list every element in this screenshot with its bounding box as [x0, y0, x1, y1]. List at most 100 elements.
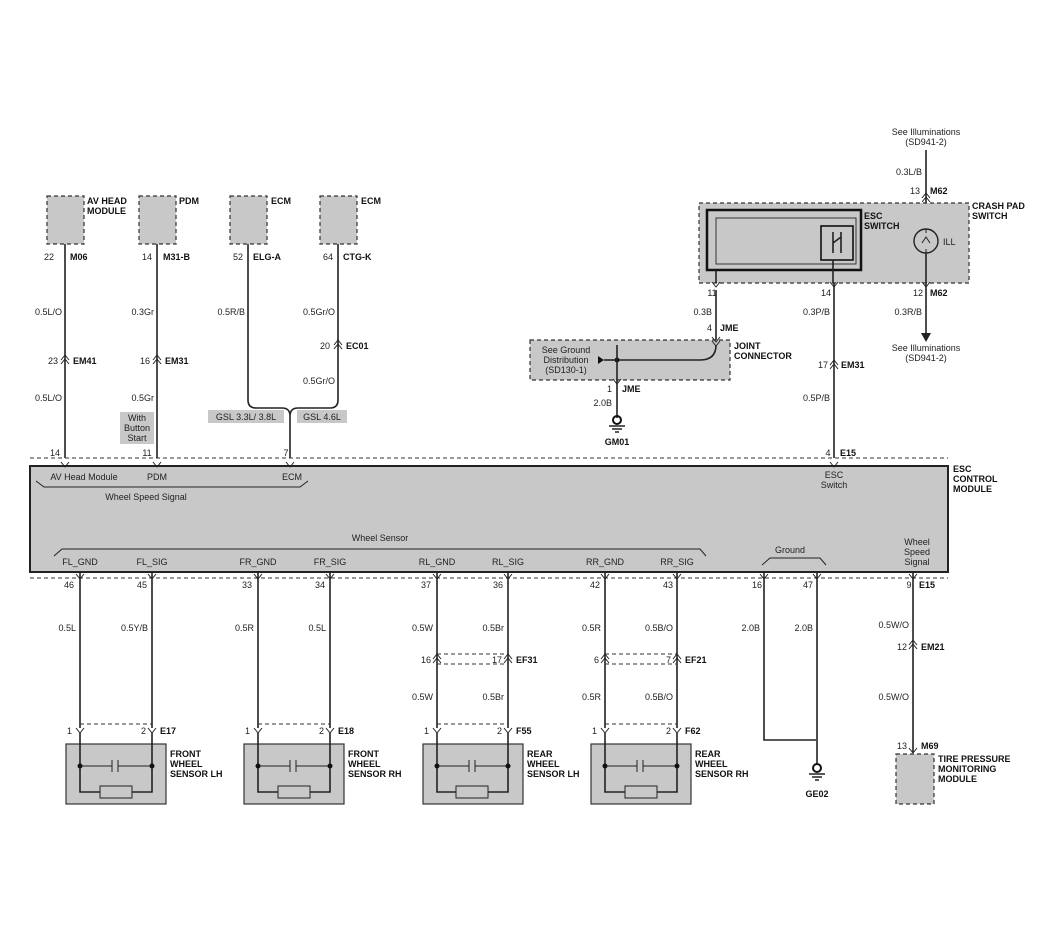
fr-name-1: FRONT [348, 749, 379, 759]
pdm-conn: M31-B [163, 252, 191, 262]
lbl-fr-gnd: FR_GND [239, 557, 277, 567]
av-head-name-2: MODULE [87, 206, 126, 216]
fl-name-2: WHEEL [170, 759, 203, 769]
ecm2-name: ECM [361, 196, 381, 206]
crash-wire-top: 0.3L/B [896, 167, 922, 177]
lbl-fr-sig: FR_SIG [314, 557, 347, 567]
rl-wire-3: 0.5W [412, 692, 434, 702]
ecm-module-2: ECM 64 CTG-K [319, 195, 381, 262]
pin-34: 34 [315, 580, 325, 590]
esc-switch-name-2: SWITCH [864, 221, 900, 231]
fl-name-3: SENSOR LH [170, 769, 223, 779]
pdm-wire-1: 0.3Gr [131, 307, 154, 317]
lbl-wheel-sensor: Wheel Sensor [352, 533, 409, 543]
rr-mid-pin-1: 6 [594, 655, 599, 665]
crash-pin-top: 13 [910, 186, 920, 196]
see-ground-2: Distribution [543, 355, 588, 365]
ecm1-conn: ELG-A [253, 252, 281, 262]
rr-wire-2: 0.5B/O [645, 623, 673, 633]
av-wire-2: 0.5L/O [35, 393, 62, 403]
see-illum-bottom-2: (SD941-2) [905, 353, 947, 363]
rl-mid-conn: EF31 [516, 655, 538, 665]
svg-text:2: 2 [666, 726, 671, 736]
top-wires: 0.5L/O 23 EM41 0.5L/O 0.3Gr 16 EM31 0.5G… [35, 244, 369, 458]
tpms-name-3: MODULE [938, 774, 977, 784]
gsl-note-2: GSL 4.6L [303, 412, 341, 422]
fl-wire-1: 0.5L [58, 623, 76, 633]
pdm-module: PDM 14 M31-B [138, 195, 199, 262]
pin-45: 45 [137, 580, 147, 590]
gsl-notes: GSL 3.3L/ 3.8L GSL 4.6L [208, 410, 347, 423]
fr-conn: E18 [338, 726, 354, 736]
av-head-module: AV HEAD MODULE 22 M06 [44, 195, 127, 262]
esc-top-conn: E15 [840, 448, 856, 458]
crash-pad-switch: See Illuminations (SD941-2) 0.3L/B 13 M6… [698, 127, 1025, 363]
pin-36: 36 [493, 580, 503, 590]
crash-pin-11: 11 [707, 288, 716, 298]
lbl-wheel-speed-3: Signal [904, 557, 929, 567]
esc-switch-wire-1: 0.3P/B [803, 307, 830, 317]
joint-wire-2: 2.0B [593, 398, 612, 408]
lbl-av-head: AV Head Module [50, 472, 117, 482]
joint-conn-2: JME [622, 384, 641, 394]
rl-wire-2: 0.5Br [482, 623, 504, 633]
rl-mid-pin-2: 17 [492, 655, 502, 665]
gsl-note-1: GSL 3.3L/ 3.8L [216, 412, 276, 422]
joint-pin-1: 1 [607, 384, 612, 394]
see-illum-bottom-1: See Illuminations [892, 343, 961, 353]
esc-switch-wire-2: 0.5P/B [803, 393, 830, 403]
pin-43: 43 [663, 580, 673, 590]
ecm1-pin: 52 [233, 252, 243, 262]
crash-name-2: SWITCH [972, 211, 1008, 221]
rl-name-1: REAR [527, 749, 553, 759]
esc-switch-name-1: ESC [864, 211, 883, 221]
av-head-pin: 22 [44, 252, 54, 262]
lbl-wheel-speed-1: Wheel [904, 537, 930, 547]
pdm-mid-pin: 16 [140, 356, 150, 366]
pdm-pin: 14 [142, 252, 152, 262]
esc-top-pin-14: 14 [50, 448, 60, 458]
fr-wire-1: 0.5R [235, 623, 255, 633]
esc-bottom-conn: E15 [919, 580, 935, 590]
joint-wire-1: 0.3B [693, 307, 712, 317]
esc-switch-conn: EM31 [841, 360, 865, 370]
fl-name-1: FRONT [170, 749, 201, 759]
svg-text:1: 1 [67, 726, 72, 736]
rr-name-1: REAR [695, 749, 721, 759]
rl-wire-4: 0.5Br [482, 692, 504, 702]
ecm2-wire-1: 0.5Gr/O [303, 307, 335, 317]
svg-text:2: 2 [141, 726, 146, 736]
fr-wire-2: 0.5L [308, 623, 326, 633]
tpms-module: 13 M69 TIRE PRESSURE MONITORING MODULE [895, 741, 1011, 805]
tpms-mid-conn: EM21 [921, 642, 945, 652]
esc-control-module: ESC CONTROL MODULE 14 11 7 4 E15 AV Head… [29, 448, 998, 590]
pin-37: 37 [421, 580, 431, 590]
ecm1-name: ECM [271, 196, 291, 206]
av-wire-1: 0.5L/O [35, 307, 62, 317]
tpms-pin-2: 13 [897, 741, 907, 751]
lbl-rr-gnd: RR_GND [586, 557, 625, 567]
button-start-3: Start [127, 433, 147, 443]
wheel-sensor-rl: 1 2 F55 REAR WHEEL SENSOR LH [422, 723, 580, 805]
crash-pin-14: 14 [821, 288, 831, 298]
svg-text:1: 1 [245, 726, 250, 736]
esc-switch-pin: 17 [818, 360, 828, 370]
rl-name-2: WHEEL [527, 759, 560, 769]
tpms-wire-1: 0.5W/O [878, 620, 909, 630]
joint-connector: 4 JME JOINT CONNECTOR See Ground Distrib… [529, 323, 792, 447]
rr-name-2: WHEEL [695, 759, 728, 769]
joint-conn: JME [720, 323, 739, 333]
rr-conn: F62 [685, 726, 701, 736]
crash-pin-12: 12 [913, 288, 923, 298]
tpms-name-2: MONITORING [938, 764, 996, 774]
rr-name-3: SENSOR RH [695, 769, 749, 779]
pdm-name: PDM [179, 196, 199, 206]
switch-wires: 0.3B 0.3P/B 17 EM31 0.5P/B [693, 260, 865, 458]
ecm2-conn: CTG-K [343, 252, 372, 262]
lbl-pdm: PDM [147, 472, 167, 482]
av-mid-conn: EM41 [73, 356, 97, 366]
esc-module-name-1: ESC [953, 464, 972, 474]
lbl-rr-sig: RR_SIG [660, 557, 694, 567]
lbl-wheel-speed-2: Speed [904, 547, 930, 557]
